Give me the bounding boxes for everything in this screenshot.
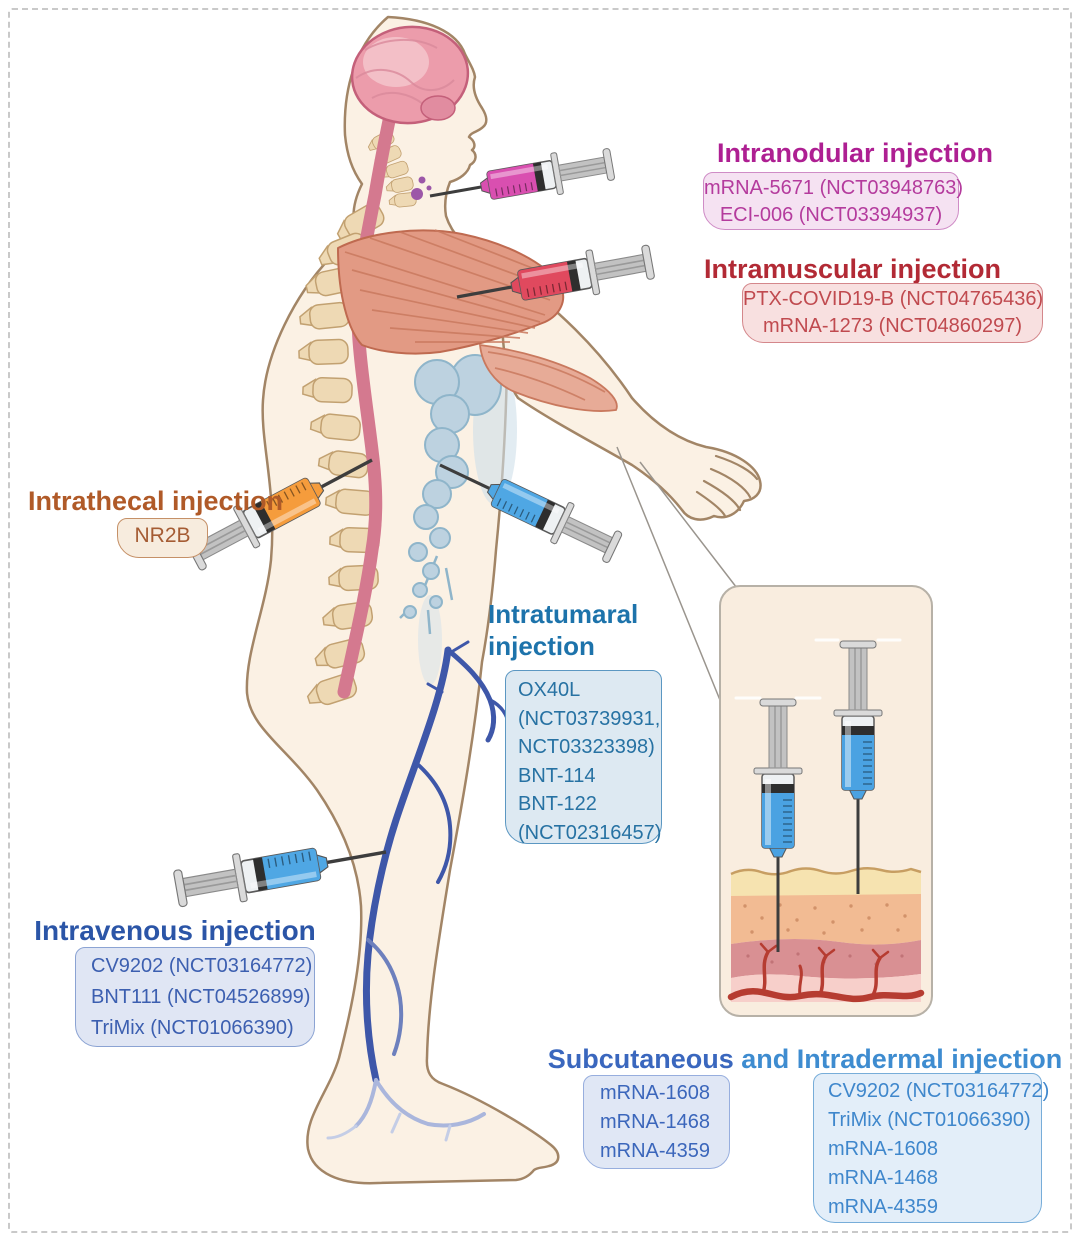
- trial-item: mRNA-1608: [828, 1138, 939, 1160]
- trial-item: (NCT03739931,: [518, 707, 661, 730]
- intranodular-title: Intranodular injection: [716, 138, 993, 168]
- trial-item: TriMix (NCT01066390): [828, 1109, 1031, 1131]
- inset-highlight-lines: [734, 638, 902, 700]
- trial-item: NR2B: [134, 524, 191, 547]
- intrathecal-title: Intrathecal injection: [28, 486, 284, 516]
- shoulder-muscle: [337, 229, 618, 412]
- brain-illustration: [350, 25, 470, 125]
- skin-inset: [719, 585, 933, 1017]
- skin-layers: [727, 867, 925, 1003]
- trial-item: TriMix (NCT01066390): [91, 1017, 294, 1039]
- trial-item: OX40L: [518, 679, 581, 701]
- trial-item: BNT-114: [518, 764, 596, 787]
- trial-item: PTX-COVID19-B (NCT04765436): [743, 288, 1044, 310]
- trial-item: CV9202 (NCT03164772): [828, 1080, 1050, 1102]
- blood-vessels: [727, 942, 925, 1003]
- trial-item: mRNA-4359: [600, 1140, 711, 1162]
- trial-item: mRNA-5671 (NCT03948763): [704, 177, 964, 199]
- intramuscular-box: PTX-COVID19-B (NCT04765436) mRNA-1273 (N…: [742, 283, 1043, 343]
- trial-item: mRNA-1468: [600, 1111, 711, 1133]
- subcutaneous-box: mRNA-1608 mRNA-1468 mRNA-4359: [583, 1075, 730, 1169]
- intravenous-box: CV9202 (NCT03164772) BNT111 (NCT04526899…: [75, 947, 315, 1047]
- arm: [501, 270, 762, 521]
- trial-item: (NCT02316457): [518, 821, 662, 844]
- subcutaneous-intradermal-title: Subcutaneous and Intradermal injection: [547, 1044, 1063, 1074]
- trial-item: mRNA-1273 (NCT04860297): [762, 315, 1022, 337]
- neck-lymph-nodes: [411, 176, 432, 200]
- trial-item: BNT111 (NCT04526899): [91, 986, 311, 1008]
- trial-item: mRNA-4359: [828, 1196, 939, 1218]
- finger-lines: [695, 454, 759, 518]
- trial-item: mRNA-1468: [828, 1167, 939, 1189]
- trial-item: CV9202 (NCT03164772): [91, 955, 313, 977]
- leg-veins: [326, 640, 511, 1142]
- trial-item: ECI-006 (NCT03394937): [719, 204, 943, 226]
- intradermal-box: CV9202 (NCT03164772) TriMix (NCT01066390…: [813, 1073, 1050, 1223]
- intramuscular-title: Intramuscular injection: [703, 254, 1002, 284]
- intravenous-title: Intravenous injection: [34, 915, 316, 946]
- dashed-border: [8, 8, 1072, 1233]
- trial-item: NCT03323398): [518, 736, 655, 758]
- intratumoral-title: Intratumaral injection: [488, 599, 639, 661]
- spinal-cord: [337, 109, 397, 699]
- zoom-callout-lines: [616, 446, 741, 706]
- intratumoral-box: OX40L (NCT03739931, NCT03323398) BNT-114…: [505, 670, 662, 844]
- trial-item: BNT-122: [518, 793, 597, 815]
- intranodular-box: mRNA-5671 (NCT03948763) ECI-006 (NCT0339…: [703, 172, 964, 230]
- intrathecal-box: NR2B: [117, 518, 208, 558]
- trial-item: mRNA-1608: [600, 1082, 711, 1104]
